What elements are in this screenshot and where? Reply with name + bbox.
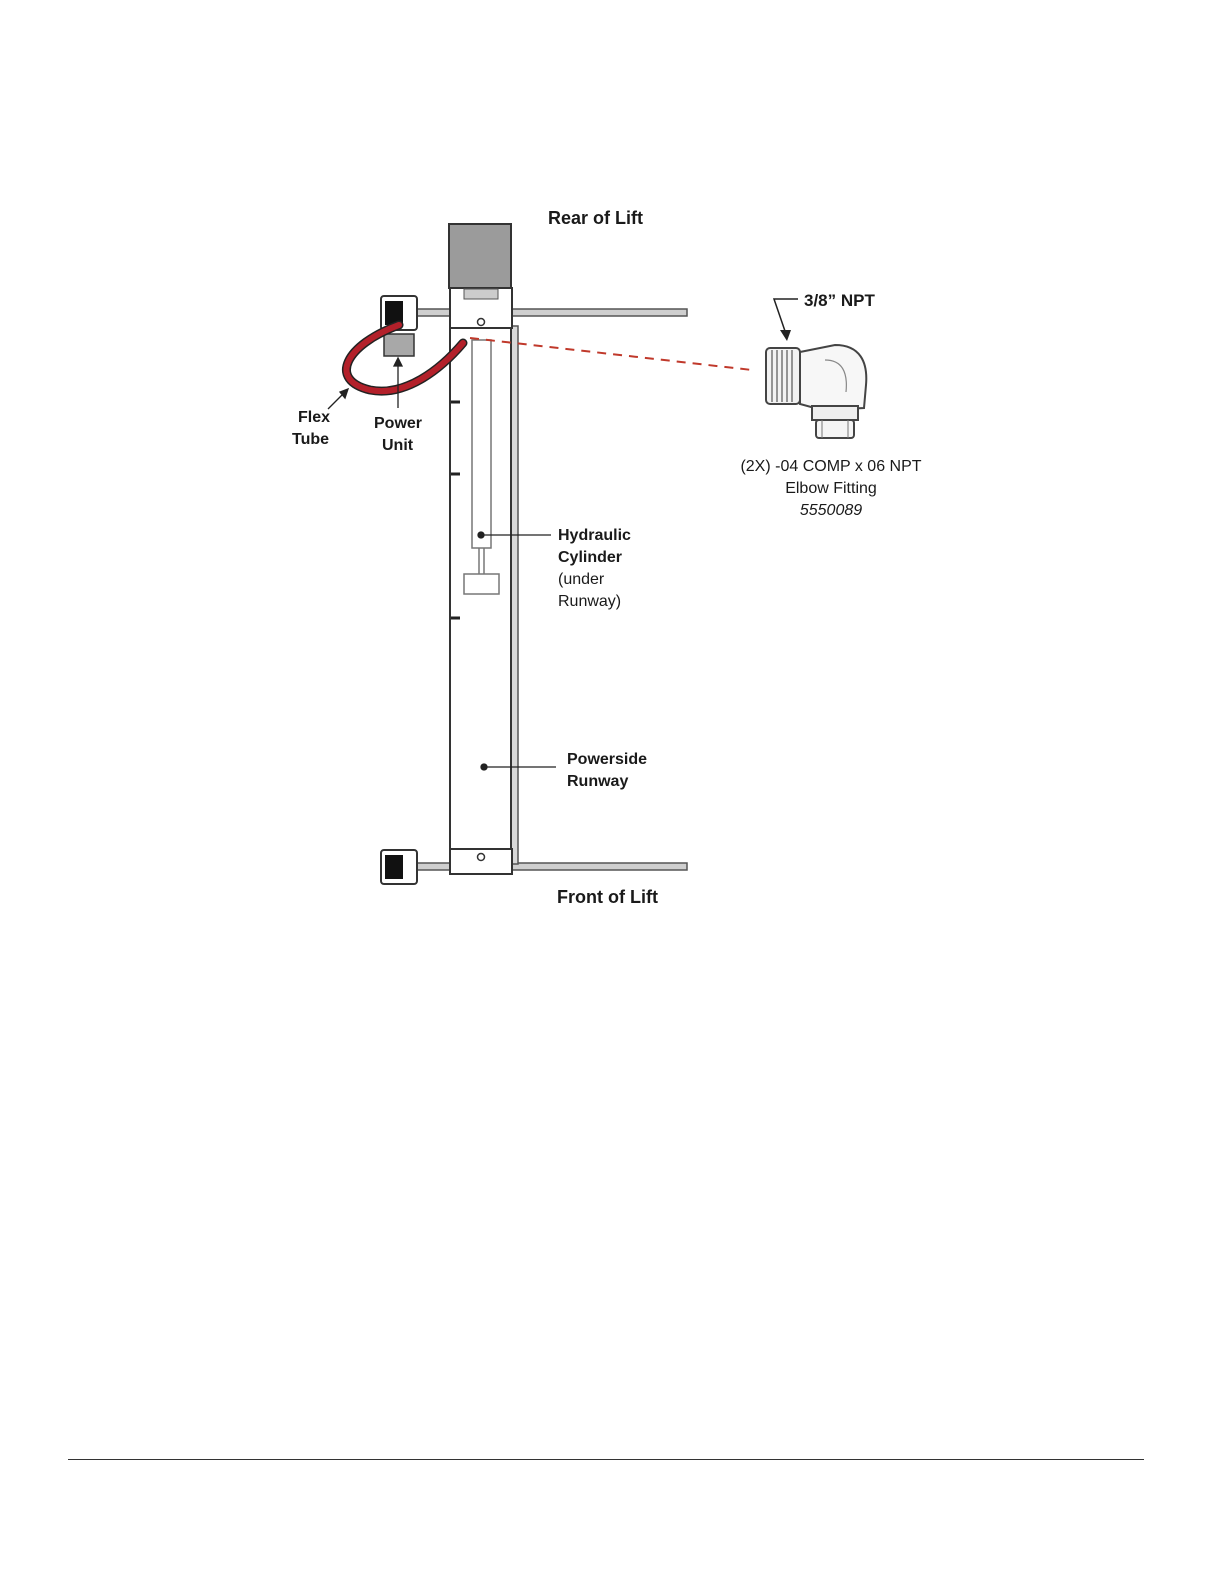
- npt-label: 3/8” NPT: [804, 291, 875, 310]
- fitting-label-2: Elbow Fitting: [785, 480, 877, 497]
- rear-of-lift-label: Rear of Lift: [548, 208, 643, 228]
- runway-side-rail: [511, 326, 518, 864]
- front-of-lift-label: Front of Lift: [557, 887, 658, 907]
- fitting-label-1: (2X) -04 COMP x 06 NPT: [740, 458, 921, 475]
- power-unit-label-1: Power: [374, 415, 422, 432]
- front-post-block: [381, 850, 417, 884]
- footer-rule: [68, 1459, 1144, 1460]
- elbow-fitting-icon: [766, 345, 866, 438]
- runway-top-plate: [450, 288, 512, 328]
- hydraulic-label-1: Hydraulic: [558, 527, 631, 544]
- hydraulic-label-4: Runway): [558, 593, 621, 610]
- fitting-part-number: 5550089: [800, 502, 862, 519]
- runway-bottom-plate: [450, 849, 512, 874]
- hydraulic-dot: [478, 532, 484, 538]
- power-unit-arrowhead: [394, 358, 402, 366]
- powerside-dot: [481, 764, 487, 770]
- column-top: [449, 224, 511, 288]
- powerside-label-2: Runway: [567, 773, 628, 790]
- power-unit-label-2: Unit: [382, 437, 414, 454]
- hydraulic-label-2: Cylinder: [558, 549, 622, 566]
- npt-callout-arrow: [774, 299, 798, 341]
- hydraulic-label-3: (under: [558, 571, 605, 588]
- powerside-label-1: Powerside: [567, 751, 647, 768]
- power-unit: [384, 334, 414, 356]
- flex-tube-label-2: Tube: [292, 431, 329, 448]
- flex-tube-label-1: Flex: [298, 409, 330, 426]
